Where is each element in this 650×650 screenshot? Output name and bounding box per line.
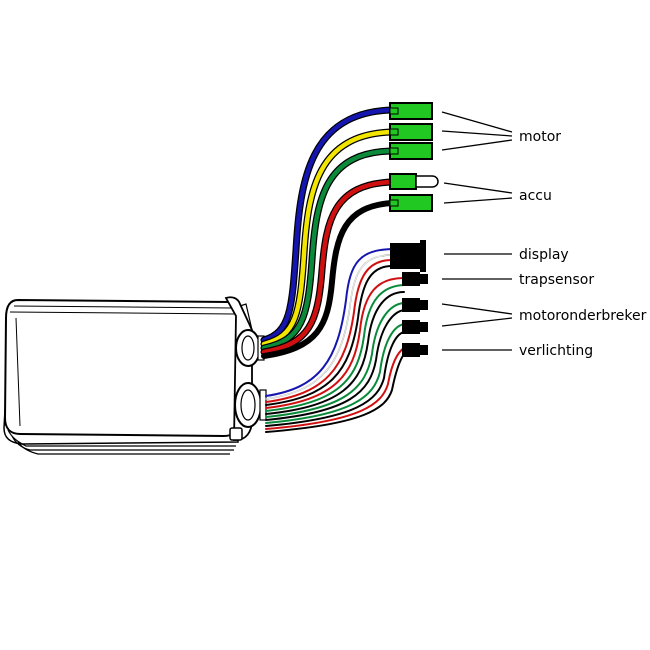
verlichting-connector [402, 343, 420, 357]
label-display: display [519, 247, 569, 263]
lower-wire-bundle [265, 248, 405, 433]
label-verlichting: verlichting [519, 343, 593, 359]
signal-connectors [390, 240, 428, 357]
accu-connectors [389, 173, 439, 212]
motoronderbreker-connector-2 [402, 320, 420, 334]
label-trapsensor: trapsensor [519, 272, 594, 288]
label-accu: accu [519, 188, 552, 204]
label-motor: motor [519, 129, 561, 145]
display-connector [390, 243, 422, 269]
accu-connector-plus [389, 173, 417, 190]
leader-lines [441, 111, 513, 351]
trapsensor-connector [402, 272, 420, 286]
motor-connectors [389, 102, 433, 160]
motoronderbreker-connector-1 [402, 298, 420, 312]
controller-box [3, 296, 267, 455]
upper-wire-bundle [260, 106, 396, 359]
label-motoronderbreker: motoronderbreker [519, 308, 647, 324]
